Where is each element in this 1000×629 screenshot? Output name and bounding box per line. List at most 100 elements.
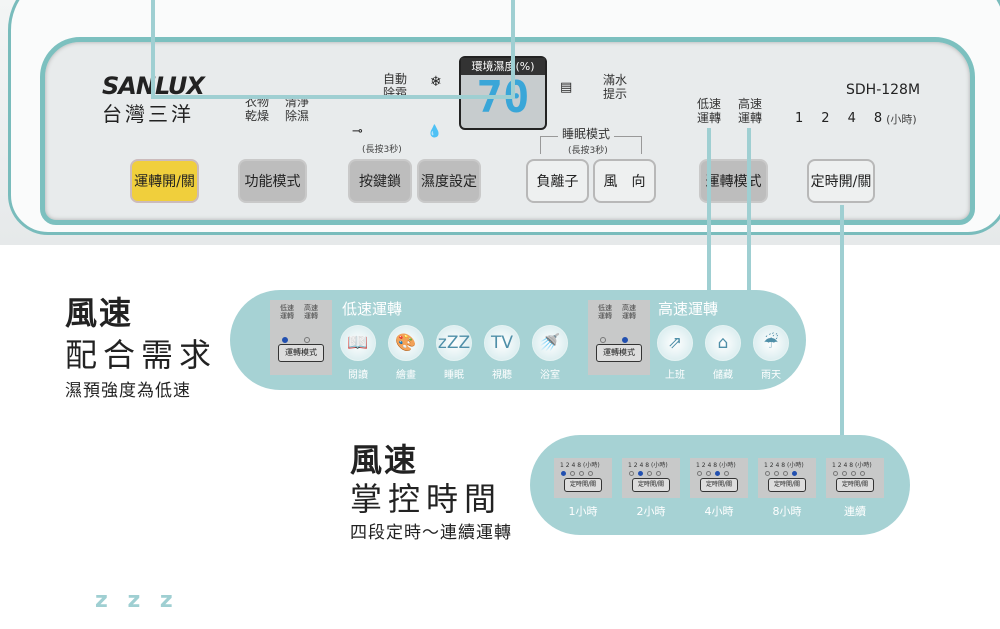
timer-hour: 2 — [821, 111, 830, 126]
timer-hour: 1 — [795, 111, 804, 126]
model-number: SDH-128M — [846, 82, 921, 98]
timer-unit: (小時) — [855, 462, 872, 469]
scene-label: 上班 — [665, 370, 685, 381]
led-off — [842, 471, 847, 476]
timer-chip: 1 2 4 8 (小時) 定時開/關 — [758, 458, 816, 498]
led-off — [579, 471, 584, 476]
timer-unit: (小時) — [886, 113, 917, 126]
timer-label: 1小時 — [568, 505, 598, 518]
led-off — [724, 471, 729, 476]
timer-unit: (小時) — [583, 462, 600, 469]
led-on — [715, 471, 720, 476]
chip-timer-button: 定時開/關 — [564, 478, 602, 492]
zzz-decoration: z z z — [95, 588, 179, 613]
connector-line — [747, 128, 751, 298]
led-on — [561, 471, 566, 476]
timer-hour: 4 — [843, 462, 848, 469]
timer-button[interactable]: 定時開/關 — [807, 159, 875, 203]
section2-desc: 四段定時～連續運轉 — [350, 523, 512, 543]
timer-hour: 1 — [764, 462, 768, 469]
led-off — [765, 471, 770, 476]
led-off — [706, 471, 711, 476]
timer-hour: 8 — [849, 462, 854, 469]
timer-hour: 4 — [639, 462, 644, 469]
led-off — [697, 471, 702, 476]
timer-hour: 8 — [577, 462, 582, 469]
led-off — [600, 337, 606, 343]
timer-chip: 1 2 4 8 (小時) 定時開/關 — [690, 458, 748, 498]
chip-label: 高速 運轉 — [622, 304, 636, 320]
timer-chip: 1 2 4 8 (小時) 定時開/關 — [622, 458, 680, 498]
timer-hour: 2 — [633, 462, 638, 469]
timer-hours: 1 2 4 8 (小時) — [795, 111, 917, 127]
mode-label-clothes-dry: 衣物 乾燥 — [245, 95, 270, 123]
led-off — [304, 337, 310, 343]
low-speed-label: 低速 運轉 — [697, 97, 722, 125]
led-on — [638, 471, 643, 476]
timer-label: 連續 — [844, 505, 866, 518]
sleep-mode-label: 睡眠模式 — [558, 127, 615, 141]
chip-timer-button: 定時開/關 — [700, 478, 738, 492]
timer-hour: 4 — [847, 111, 856, 126]
connector-line — [511, 0, 515, 99]
chip-timer-button: 定時開/關 — [632, 478, 670, 492]
rain-cloud-icon: ☔ — [753, 325, 789, 361]
shower-icon: 🚿 — [532, 325, 568, 361]
chip-label: 高速 運轉 — [304, 304, 318, 320]
connector-line — [151, 0, 155, 99]
dehumidifier-body: SANLUX 台灣三洋 衣物 乾燥 清淨 除濕 自動 除霜 ❄ 環境濕度(%) … — [0, 0, 1000, 245]
wind-direction-button[interactable]: 風 向 — [593, 159, 656, 203]
led-off — [647, 471, 652, 476]
chip-run-mode-button: 運轉模式 — [596, 344, 642, 362]
led-off — [570, 471, 575, 476]
sleep-hint: (長按3秒) — [568, 146, 608, 156]
ion-button[interactable]: 負離子 — [526, 159, 589, 203]
key-icon: ⊸ — [352, 124, 363, 139]
timer-hour: 8 — [781, 462, 786, 469]
led-on — [622, 337, 628, 343]
timer-hour: 2 — [701, 462, 706, 469]
snowflake-icon: ❄ — [430, 74, 442, 90]
scene-label: 閱讀 — [348, 370, 368, 381]
scene-label: 睡眠 — [444, 370, 464, 381]
timer-hour: 2 — [565, 462, 570, 469]
timer-unit: (小時) — [787, 462, 804, 469]
chip-timer-button: 定時開/關 — [836, 478, 874, 492]
timer-hour: 4 — [571, 462, 576, 469]
section1-subtitle: 配合需求 — [65, 336, 218, 374]
house-icon: ⌂ — [705, 325, 741, 361]
section2-title: 風速 — [350, 441, 419, 479]
book-icon: 📖 — [340, 325, 376, 361]
lock-hint: (長按3秒) — [362, 145, 402, 155]
droplet-icon: 💧 — [427, 124, 442, 138]
low-speed-chip: 低速 運轉 高速 運轉 運轉模式 — [270, 300, 332, 375]
led-off — [588, 471, 593, 476]
function-mode-button[interactable]: 功能模式 — [238, 159, 307, 203]
timer-hour: 1 — [696, 462, 700, 469]
escalator-icon: ⇗ — [657, 325, 693, 361]
led-off — [860, 471, 865, 476]
sleep-icon: zZZ — [436, 325, 472, 361]
timer-hour: 8 — [713, 462, 718, 469]
low-speed-title: 低速運轉 — [342, 300, 403, 318]
timer-hour: 8 — [873, 111, 883, 126]
timer-label: 8小時 — [772, 505, 802, 518]
water-tank-icon: ▤ — [560, 80, 573, 95]
section1-desc: 濕預強度為低速 — [65, 381, 191, 401]
timer-hour: 4 — [707, 462, 712, 469]
timer-hour: 8 — [645, 462, 650, 469]
timer-unit: (小時) — [719, 462, 736, 469]
high-speed-title: 高速運轉 — [658, 300, 719, 318]
scene-label: 繪畫 — [396, 370, 416, 381]
timer-panel: 1 2 4 8 (小時) 定時開/關 1小時 1 2 4 8 (小時) 定時開/… — [530, 435, 910, 535]
timer-chip: 1 2 4 8 (小時) 定時開/關 — [554, 458, 612, 498]
humidity-set-button[interactable]: 濕度設定 — [417, 159, 481, 203]
key-lock-button[interactable]: 按鍵鎖 — [348, 159, 412, 203]
scene-label: 浴室 — [540, 370, 560, 381]
led-off — [783, 471, 788, 476]
humidity-display: 環境濕度(%) 70 — [459, 56, 547, 130]
power-button[interactable]: 運轉開/關 — [130, 159, 199, 203]
timer-hour: 1 — [560, 462, 564, 469]
timer-unit: (小時) — [651, 462, 668, 469]
